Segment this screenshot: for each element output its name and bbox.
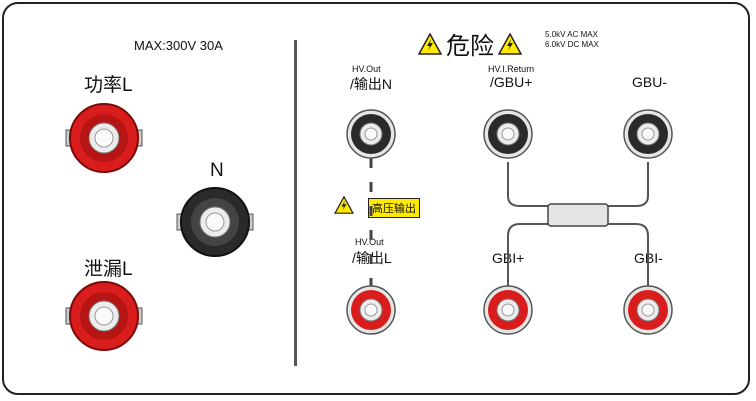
- gbu-minus-label: GBU-: [632, 74, 667, 90]
- danger-header: 危险: [418, 26, 522, 61]
- hv-warning-icon: [334, 196, 354, 214]
- fuse-body: [547, 203, 609, 227]
- hv-out-n-label: /输出N: [350, 76, 392, 92]
- voltage-limits: 5.0kV AC MAX 6.0kV DC MAX: [545, 30, 599, 50]
- hv-out-top-small: HV.Out: [352, 64, 381, 74]
- rating-label: MAX:300V 30A: [134, 38, 223, 53]
- neutral-terminal[interactable]: [176, 187, 254, 257]
- warning-icon: [418, 32, 442, 55]
- power-l-terminal[interactable]: [65, 103, 143, 173]
- hv-return-small: HV.I.Return: [488, 64, 535, 74]
- hv-output-badge: 高压输出: [368, 198, 420, 218]
- gb-bridge: [507, 162, 649, 290]
- leak-l-label: 泄漏L: [84, 259, 133, 280]
- limit-ac: 5.0kV AC MAX: [545, 30, 598, 39]
- gbu-plus-terminal[interactable]: [483, 109, 533, 159]
- gbu-plus-label: /GBU+: [490, 74, 533, 90]
- danger-text: 危险: [446, 32, 494, 60]
- hv-out-l-terminal[interactable]: [346, 285, 396, 335]
- limit-dc: 6.0kV DC MAX: [545, 40, 599, 49]
- warning-icon-right: [498, 32, 522, 55]
- gbi-plus-terminal[interactable]: [483, 285, 533, 335]
- hv-out-bottom-small: HV.Out: [355, 237, 384, 247]
- leak-l-terminal[interactable]: [65, 281, 143, 351]
- gbi-minus-terminal[interactable]: [623, 285, 673, 335]
- gbu-minus-terminal[interactable]: [623, 109, 673, 159]
- neutral-label: N: [210, 160, 224, 181]
- hv-out-n-terminal[interactable]: [346, 109, 396, 159]
- panel-divider: [294, 40, 297, 366]
- power-l-label: 功率L: [84, 75, 133, 96]
